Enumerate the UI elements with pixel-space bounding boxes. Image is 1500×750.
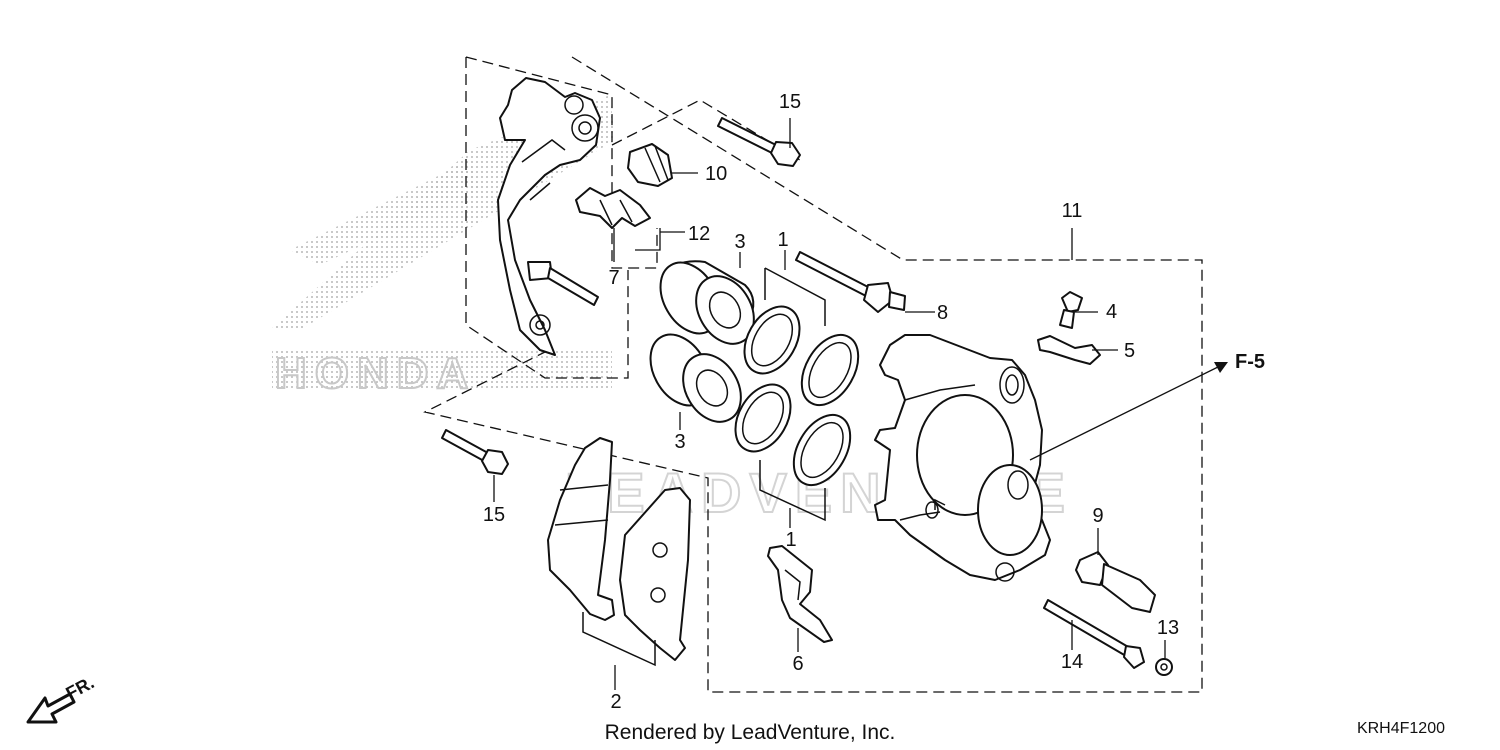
part-1-seal-set-top [743,267,860,407]
caliper-body [874,334,1051,582]
part-9-caliper-pin [1075,551,1156,613]
part-2-brake-pads [547,437,691,667]
callout-3-top: 3 [734,231,745,253]
part-3-piston-top [659,260,755,345]
part-6-pad-retainer [767,545,833,643]
part-15-bolt-top [717,117,801,167]
part-8-slide-pin [795,251,906,313]
callout-2: 2 [610,691,621,713]
callout-12: 12 [688,223,710,245]
part-7-pad-spring [575,187,651,229]
callout-1-bottom: 1 [785,529,796,551]
caliper-bracket [497,77,601,356]
callout-5: 5 [1124,340,1135,362]
leader-lines [493,118,1228,690]
part-4-bleeder-screw [1059,291,1083,329]
callout-8: 8 [937,302,948,324]
part-5-bleeder-cap [1037,335,1101,365]
diagram-code: KRH4F1200 [1357,720,1445,737]
reference-f5: F-5 [1235,351,1265,373]
group-outline-bracket [465,56,658,379]
callout-7: 7 [608,267,619,289]
callout-10: 10 [705,163,727,185]
callout-14: 14 [1061,651,1083,673]
callout-1-top: 1 [777,229,788,251]
part-13-pin-clip [1155,658,1173,676]
part-1-seal-set-bottom [734,383,852,522]
callout-6: 6 [792,653,803,675]
callout-11: 11 [1062,200,1083,222]
background-logo-text: HONDA [275,349,476,398]
footer-credit: Rendered by LeadVenture, Inc. [605,721,896,744]
callout-3-bottom: 3 [674,431,685,453]
callout-15-top: 15 [779,91,801,113]
callout-15-bottom: 15 [483,504,505,526]
callout-9: 9 [1092,505,1103,527]
part-15-bolt-bottom [441,429,509,475]
part-10-boot [627,143,673,187]
callout-13: 13 [1157,617,1179,639]
callout-4: 4 [1106,301,1117,323]
front-direction-arrow-icon [26,692,76,724]
part-3-piston-bottom [649,333,742,423]
part-14-pad-pin [1043,599,1145,669]
group-outline-caliper [423,56,1203,693]
